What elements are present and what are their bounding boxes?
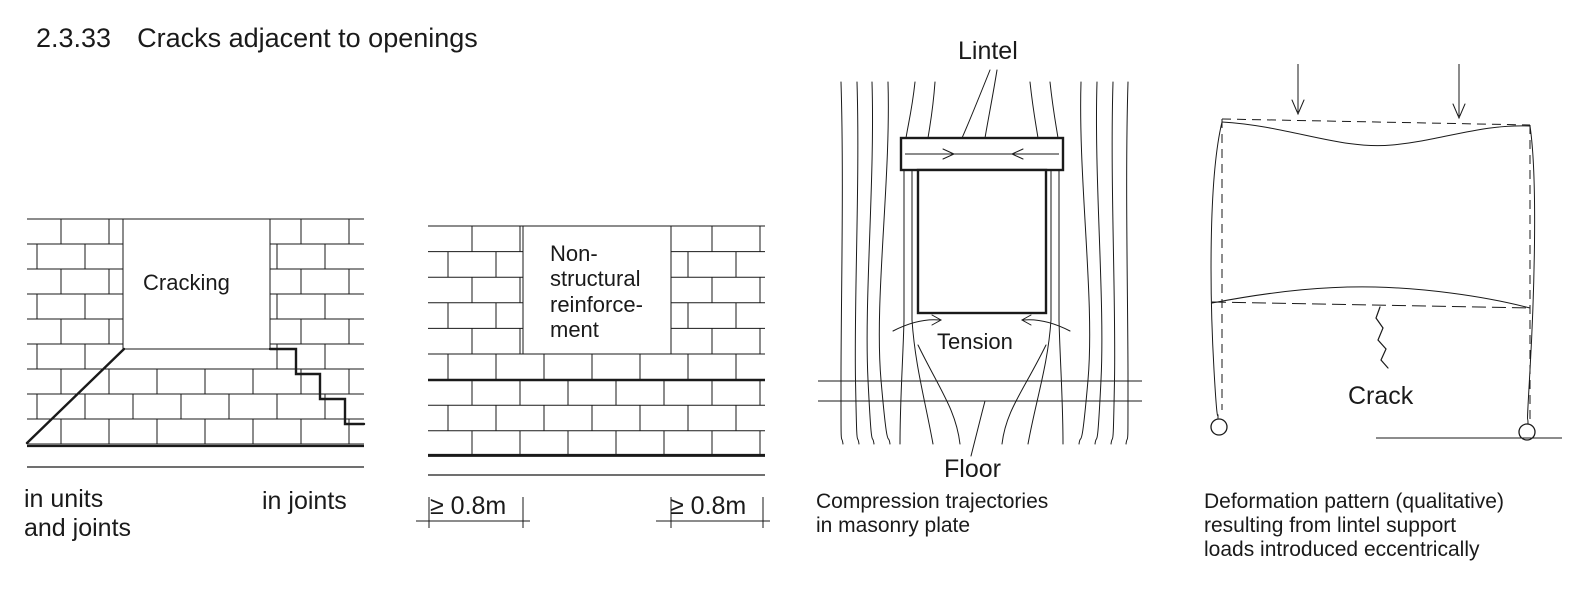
deformed-right-edge <box>1527 125 1536 425</box>
tension-curve-left <box>892 319 941 332</box>
crack-line <box>1375 306 1389 369</box>
reinforcement-label-line3: reinforce- <box>550 292 643 317</box>
dimension-left: ≥ 0.8m <box>430 492 507 520</box>
compression-trajectory <box>905 81 916 139</box>
compression-trajectory <box>899 169 905 445</box>
support-right <box>1518 423 1536 441</box>
figure-title: Cracks adjacent to openings <box>137 23 478 53</box>
panel-reinforced-wall <box>416 225 770 528</box>
compression-trajectory <box>878 81 891 445</box>
cracking-label: Cracking <box>143 270 230 295</box>
crack-label: Crack <box>1348 382 1414 410</box>
caption-units-joints-line1: in units <box>24 485 104 513</box>
compression-trajectory <box>1110 81 1116 445</box>
compression-trajectory <box>917 344 961 445</box>
tension-label: Tension <box>937 329 1013 354</box>
reinforcement-label-line2: structural <box>550 266 641 291</box>
wall-opening <box>122 218 271 350</box>
compression-trajectory <box>1001 344 1047 445</box>
compression-trajectory <box>1049 81 1059 139</box>
compression-trajectory <box>854 81 860 445</box>
compression-arrow-left <box>1010 148 1024 160</box>
deformed-left-edge <box>1210 121 1223 419</box>
compression-trajectory <box>1058 169 1064 445</box>
compression-trajectory <box>1125 81 1129 445</box>
compression-trajectory <box>1029 81 1039 139</box>
wall-opening <box>522 225 672 355</box>
tension-curve-right <box>1022 319 1071 332</box>
lintel-leader <box>961 69 991 139</box>
lintel-leader <box>984 69 998 139</box>
deformation-caption-line2: resulting from lintel support <box>1204 514 1457 537</box>
compression-trajectory <box>840 81 844 445</box>
load-arrow-left-head <box>1291 99 1305 116</box>
reinforcement-label-line4: ment <box>550 317 599 342</box>
caption-units-joints-line2: and joints <box>24 514 132 542</box>
deformed-bottom-edge <box>1211 286 1531 309</box>
compression-trajectory <box>866 81 875 445</box>
caption-in-joints: in joints <box>262 487 347 515</box>
trajectories-caption-line2: in masonry plate <box>816 514 971 537</box>
lintel-label: Lintel <box>958 37 1018 65</box>
deformed-top-edge <box>1221 121 1531 147</box>
original-bottom-edge <box>1211 301 1531 309</box>
compression-trajectory <box>1094 81 1103 445</box>
original-top-edge <box>1221 118 1531 126</box>
floor-leader <box>970 400 986 457</box>
panel-compression-trajectories <box>818 69 1142 457</box>
dimension-right: ≥ 0.8m <box>670 492 747 520</box>
stepped-crack-joints <box>268 347 366 426</box>
figure-heading: 2.3.33 Cracks adjacent to openings <box>36 23 478 53</box>
load-arrow-right-head <box>1452 103 1466 120</box>
compression-trajectory <box>1078 81 1091 445</box>
reinforcement-label-line1: Non- <box>550 241 598 266</box>
window-opening <box>916 168 1048 315</box>
compression-trajectory <box>927 81 936 139</box>
deformation-caption-line3: loads introduced eccentrically <box>1204 538 1480 561</box>
floor-label: Floor <box>944 455 1001 483</box>
diagonal-crack-units-joints <box>25 347 126 445</box>
tension-arrow-right <box>931 314 943 326</box>
trajectories-caption-line1: Compression trajectories <box>816 490 1049 513</box>
figure-number: 2.3.33 <box>36 23 112 53</box>
compression-trajectory <box>911 169 934 445</box>
panel-cracking-wall <box>25 218 366 468</box>
compression-arrow-right <box>942 148 956 160</box>
deformation-caption-line1: Deformation pattern (qualitative) <box>1204 490 1504 513</box>
panel-deformation-pattern <box>1210 64 1562 441</box>
tension-arrow-left <box>1020 314 1032 326</box>
compression-trajectory <box>1027 169 1052 445</box>
support-left <box>1210 418 1228 436</box>
